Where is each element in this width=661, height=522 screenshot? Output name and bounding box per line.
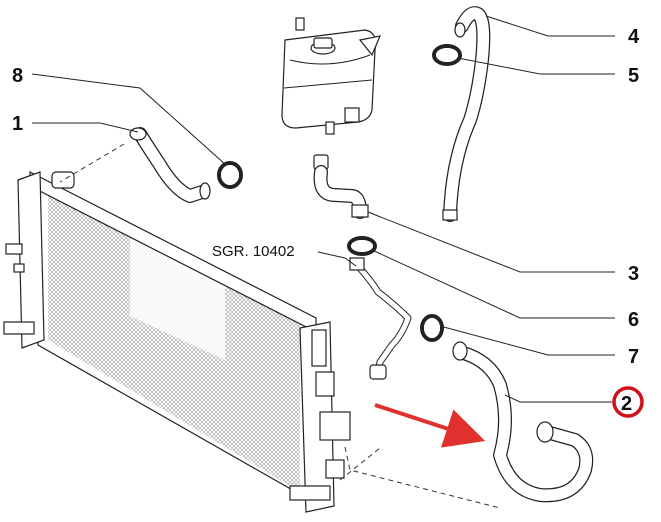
dashed-connections: [59, 143, 501, 509]
callouts: 1 8 4 5 3 6 7 2 SGR. 10402: [12, 26, 644, 418]
callout-6: 6: [628, 309, 639, 331]
callout-1: 1: [12, 113, 23, 135]
expansion-tank: [281, 17, 381, 135]
part-7-clamp: [420, 314, 444, 342]
part-8-clamp: [217, 161, 243, 189]
leader-lines: [31, 15, 615, 403]
callout-2: 2: [621, 393, 632, 415]
part-2-lower-hose: [452, 341, 594, 503]
part-1-upper-hose: [129, 127, 211, 203]
highlight-arrow: [374, 403, 486, 448]
part-6-clamp: [347, 236, 377, 256]
radiator: [3, 171, 351, 513]
callout-5: 5: [628, 65, 639, 87]
callout-4: 4: [628, 26, 640, 48]
callout-2-highlight-ring: [612, 386, 644, 418]
part-5-clamp: [432, 44, 462, 66]
reference-label-sgr: SGR. 10402: [212, 243, 295, 260]
callout-8: 8: [12, 65, 23, 87]
part-4-long-hose: [442, 6, 491, 222]
sgr-pipe: [349, 257, 412, 380]
callout-7: 7: [628, 346, 639, 368]
part-3-small-hose: [313, 154, 369, 219]
callout-3: 3: [628, 263, 639, 285]
